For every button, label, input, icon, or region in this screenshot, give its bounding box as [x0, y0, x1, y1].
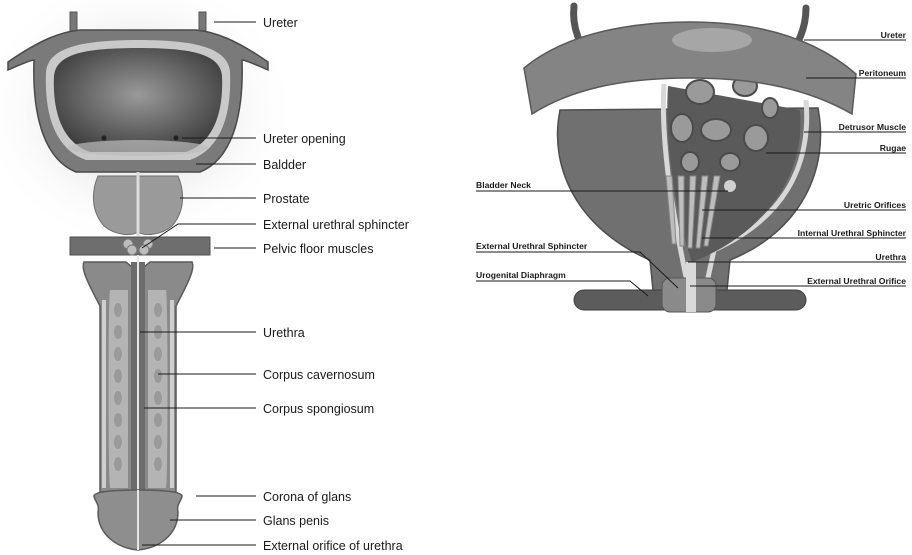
- label-glans-penis: Glans penis: [263, 514, 329, 528]
- label-r-ureter: Ureter: [881, 30, 907, 40]
- label-pelvic-floor-muscles: Pelvic floor muscles: [263, 242, 373, 256]
- label-r-external-urethral-sphincter: External Urethral Sphincter: [476, 241, 588, 251]
- label-r-peritoneum: Peritoneum: [859, 68, 907, 78]
- left-ureter-opening-dot: [174, 136, 179, 141]
- label-r-detrusor-muscle: Detrusor Muscle: [839, 122, 907, 132]
- label-ureter: Ureter: [263, 16, 298, 30]
- right-diagram: [524, 6, 856, 312]
- label-r-urethra: Urethra: [875, 252, 906, 262]
- label-corpus-spongiosum: Corpus spongiosum: [263, 402, 374, 416]
- left-ureter-opening-dot: [102, 136, 107, 141]
- label-external-orifice-of-urethra: External orifice of urethra: [263, 539, 403, 553]
- label-prostate: Prostate: [263, 192, 310, 206]
- label-r-external-urethral-orifice: External Urethral Orifice: [807, 276, 906, 286]
- left-diagram: [0, 0, 298, 550]
- label-r-rugae: Rugae: [880, 143, 906, 153]
- left-trigone-highlight: [68, 140, 208, 156]
- left-bladder-cavity: [54, 48, 222, 152]
- label-corpus-cavernosum: Corpus cavernosum: [263, 368, 375, 382]
- right-detrusor-layer: [667, 86, 800, 262]
- right-urethra-canal: [686, 262, 696, 312]
- label-r-bladder-neck: Bladder Neck: [476, 180, 531, 190]
- label-urethra: Urethra: [263, 326, 305, 340]
- label-r-uretric-orifices: Uretric Orifices: [844, 200, 906, 210]
- label-r-urogenital-diaphragm: Urogenital Diaphragm: [476, 270, 566, 280]
- label-corona-of-glans: Corona of glans: [263, 490, 351, 504]
- label-r-internal-urethral-sphincter: Internal Urethral Sphincter: [798, 228, 907, 238]
- label-bladder: Baldder: [263, 158, 306, 172]
- label-external-urethral-sphincter: External urethral sphincter: [263, 218, 409, 232]
- label-ureter-opening: Ureter opening: [263, 132, 346, 146]
